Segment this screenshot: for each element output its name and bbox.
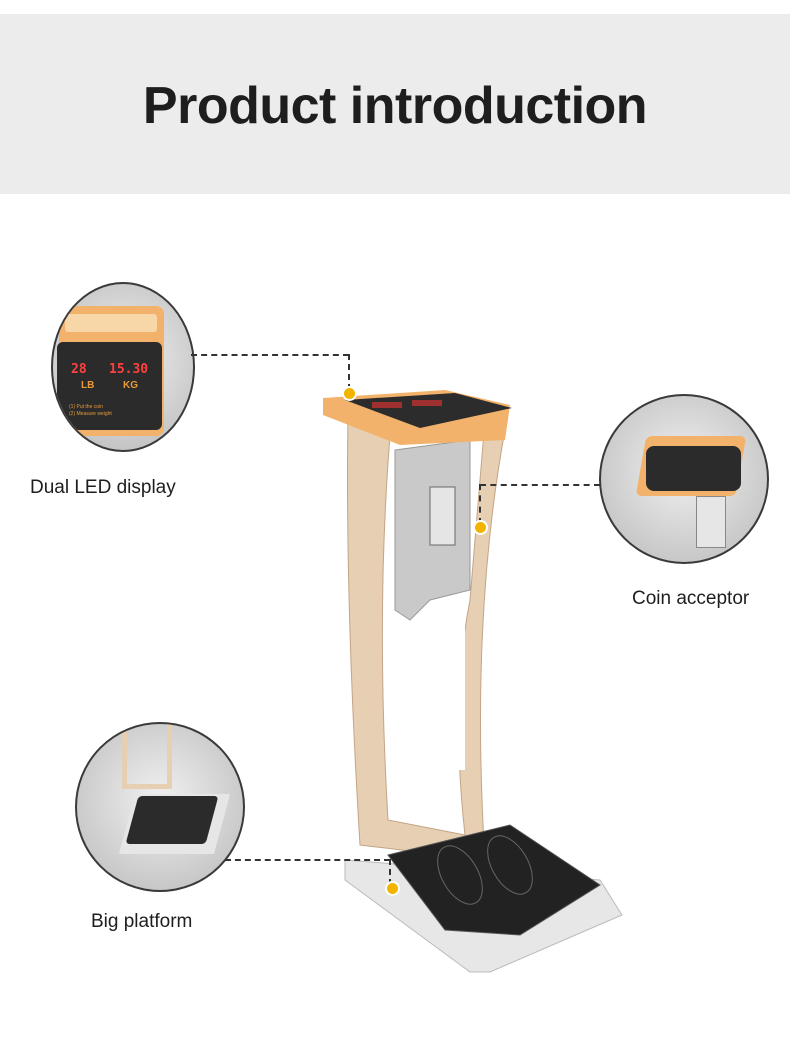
page-title: Product introduction xyxy=(142,77,648,135)
led-display-closeup: 28 15.30 LB KG (1) Put the coin (2) Meas… xyxy=(51,282,195,452)
platform-marker xyxy=(385,881,400,896)
feature-label-coin: Coin acceptor xyxy=(632,588,750,609)
step-2: (2) Measure weight xyxy=(69,411,112,417)
platform-closeup xyxy=(75,722,245,892)
coin-slot xyxy=(429,486,456,546)
title-banner xyxy=(0,14,790,194)
kg-unit: KG xyxy=(123,380,138,391)
column-gap xyxy=(395,625,465,770)
coin-acceptor-closeup xyxy=(599,394,769,564)
feature-label-platform: Big platform xyxy=(91,911,193,932)
lb-readout: 28 xyxy=(71,362,87,377)
head-display xyxy=(345,393,512,428)
lb-unit: LB xyxy=(81,380,95,391)
step-1: (1) Put the coin xyxy=(69,404,103,410)
kg-readout: 15.30 xyxy=(109,362,149,377)
led-marker xyxy=(342,386,357,401)
coin-marker xyxy=(473,520,488,535)
scale-platform xyxy=(387,824,601,936)
feature-label-led: Dual LED display xyxy=(30,477,176,498)
